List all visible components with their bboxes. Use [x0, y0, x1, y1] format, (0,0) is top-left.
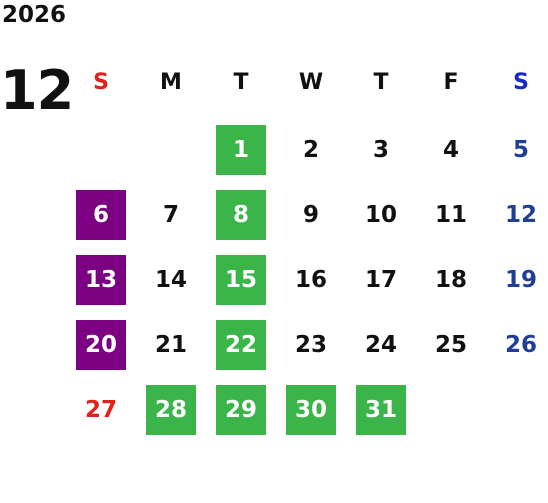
weekday-header-tuesday: T	[233, 69, 249, 95]
day-cell-13[interactable]: 13	[76, 255, 126, 305]
day-cell-1[interactable]: 1	[216, 125, 266, 175]
day-cell-29[interactable]: 29	[216, 385, 266, 435]
day-cell-11[interactable]: 11	[434, 202, 467, 228]
weekday-header-monday: M	[160, 69, 182, 95]
day-cell-24[interactable]: 24	[364, 332, 397, 358]
day-cell-19[interactable]: 19	[504, 267, 537, 293]
day-cell-7[interactable]: 7	[162, 202, 179, 228]
day-cell-14[interactable]: 14	[154, 267, 187, 293]
day-cell-21[interactable]: 21	[154, 332, 187, 358]
weekday-header-friday: F	[443, 69, 459, 95]
weekday-header-saturday: S	[513, 69, 529, 95]
day-cell-16[interactable]: 16	[294, 267, 327, 293]
weekday-header-sunday: S	[93, 69, 109, 95]
day-cell-23[interactable]: 23	[294, 332, 327, 358]
day-cell-10[interactable]: 10	[364, 202, 397, 228]
day-cell-27[interactable]: 27	[84, 397, 117, 423]
day-cell-22[interactable]: 22	[216, 320, 266, 370]
weekday-header-thursday: T	[373, 69, 389, 95]
day-cell-15[interactable]: 15	[216, 255, 266, 305]
day-cell-4[interactable]: 4	[442, 137, 459, 163]
day-cell-25[interactable]: 25	[434, 332, 467, 358]
day-cell-12[interactable]: 12	[504, 202, 537, 228]
day-cell-30[interactable]: 30	[286, 385, 336, 435]
day-cell-20[interactable]: 20	[76, 320, 126, 370]
year-label: 2026	[2, 2, 67, 28]
weekday-header-wednesday: W	[298, 69, 324, 95]
month-number: 12	[0, 59, 74, 122]
day-cell-31[interactable]: 31	[356, 385, 406, 435]
day-cell-26[interactable]: 26	[504, 332, 537, 358]
day-cell-9[interactable]: 9	[302, 202, 319, 228]
day-cell-2[interactable]: 2	[302, 137, 319, 163]
day-cell-8[interactable]: 8	[216, 190, 266, 240]
day-cell-17[interactable]: 17	[364, 267, 397, 293]
day-cell-6[interactable]: 6	[76, 190, 126, 240]
day-cell-5[interactable]: 5	[512, 137, 529, 163]
day-cell-3[interactable]: 3	[372, 137, 389, 163]
day-cell-28[interactable]: 28	[146, 385, 196, 435]
day-cell-18[interactable]: 18	[434, 267, 467, 293]
